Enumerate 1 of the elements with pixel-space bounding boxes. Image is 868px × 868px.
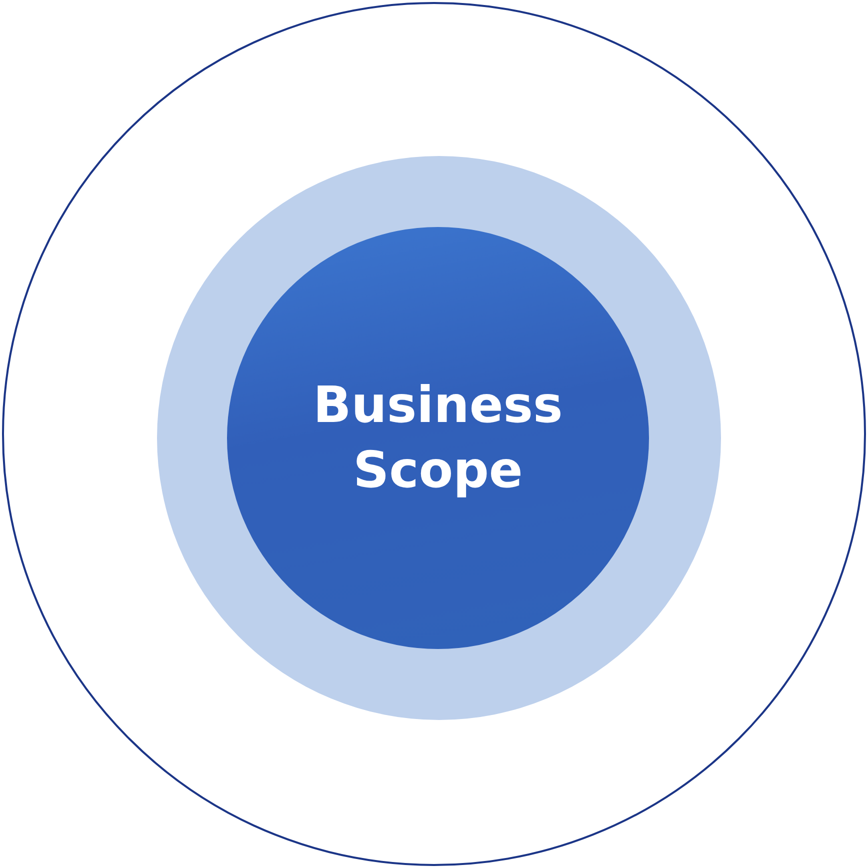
node-label: Business Scope — [313, 375, 563, 501]
